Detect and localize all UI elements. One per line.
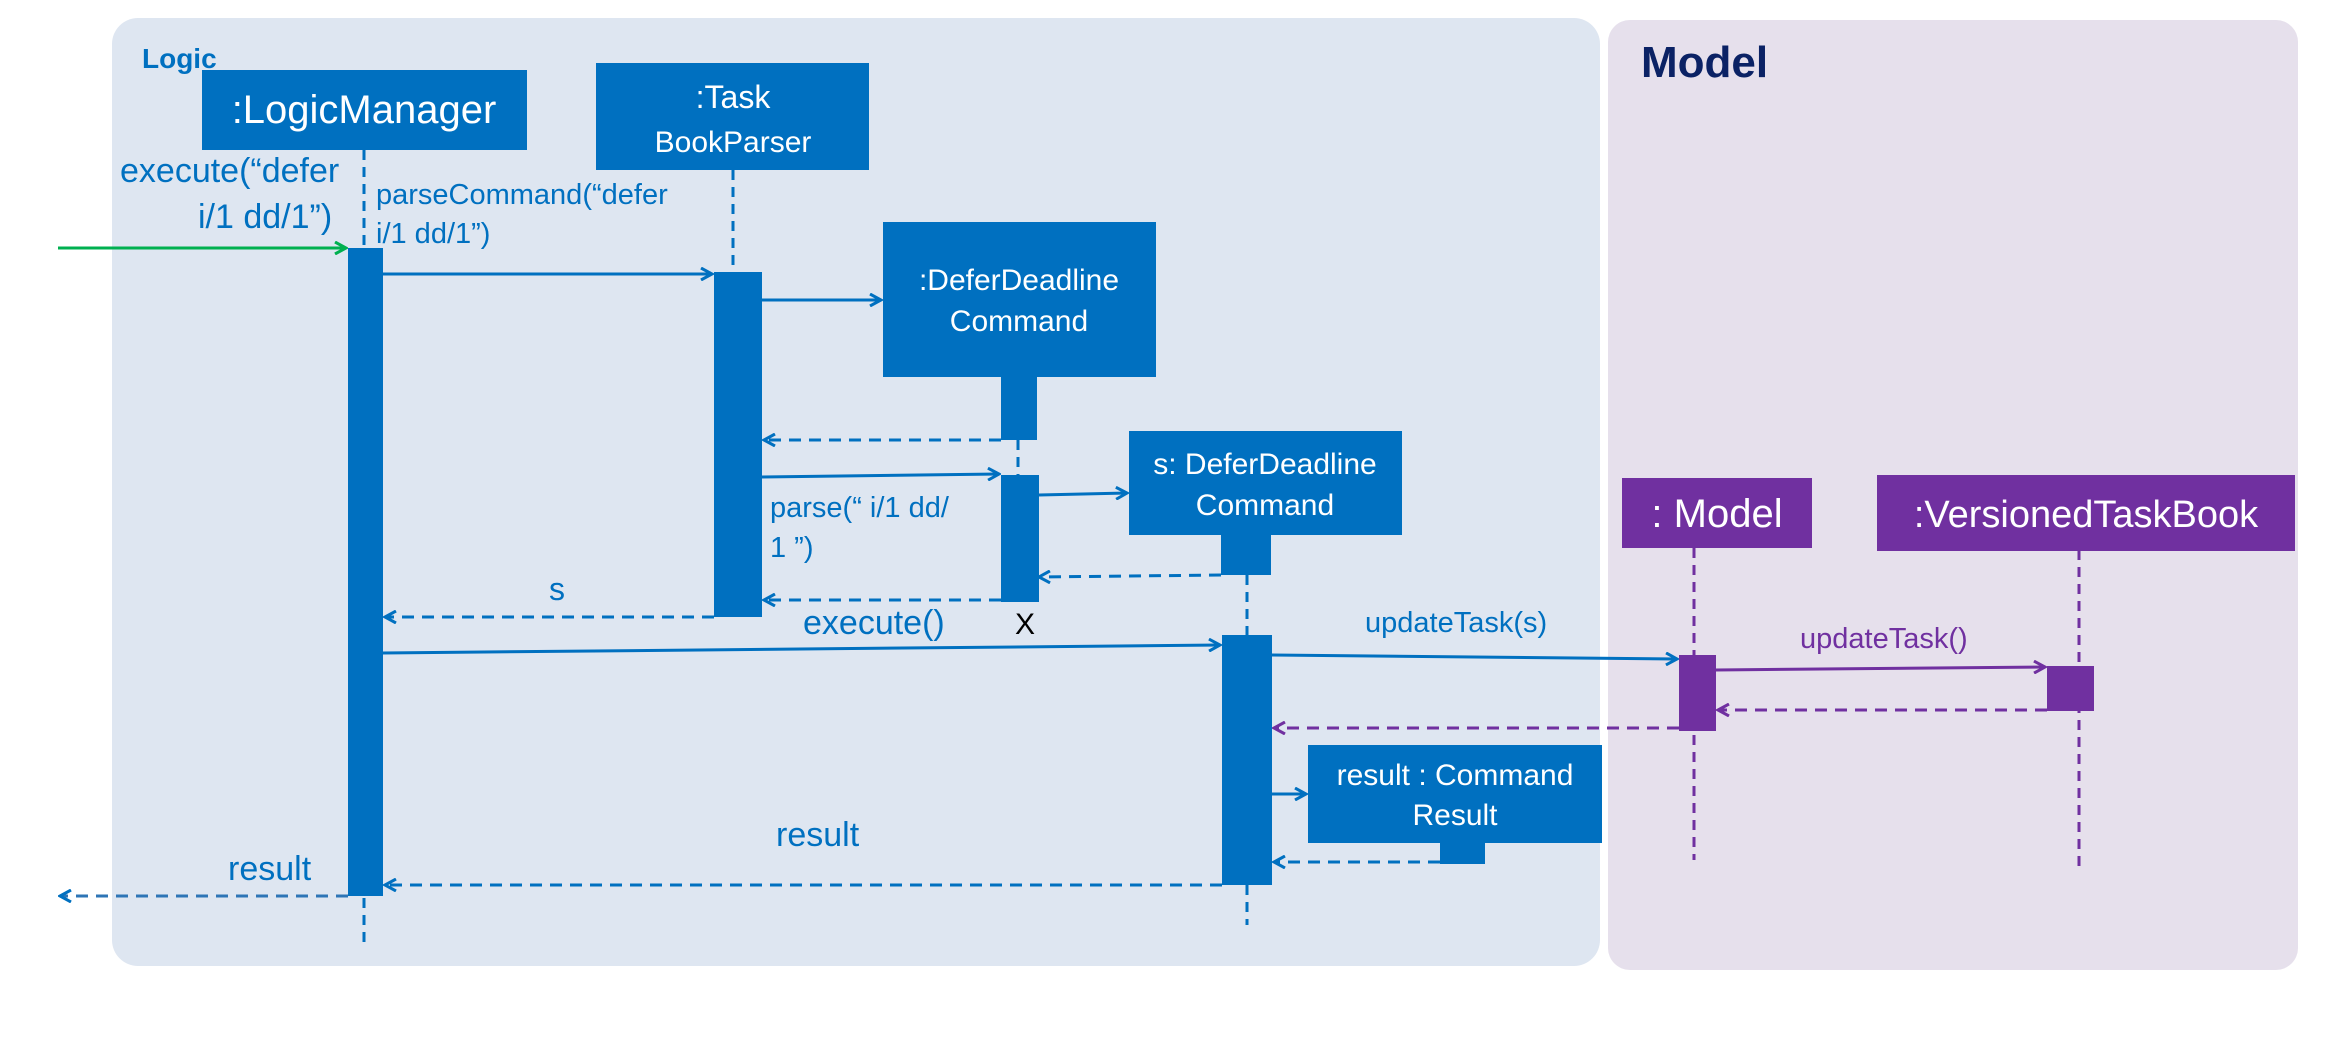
activation-defer-command: [1001, 475, 1039, 602]
return-s-command: [1039, 575, 1222, 577]
command-result-box: [1308, 745, 1602, 843]
versioned-task-book-label: :VersionedTaskBook: [1914, 494, 2259, 536]
logic-frame-title: Logic: [142, 43, 217, 74]
arrow-parse: [761, 474, 999, 477]
arrow-execute-call: [382, 645, 1220, 655]
arrow-update-task-s: [1271, 655, 1677, 659]
s-command-label-1: s: DeferDeadline: [1153, 448, 1376, 481]
execute-call-label: execute(): [803, 604, 945, 642]
model-box: [1622, 478, 1812, 548]
activation-s-command: [1222, 635, 1272, 885]
s-command-label-2: Command: [1196, 489, 1334, 522]
logic-manager-box: [202, 70, 527, 150]
arrow-update-task: [1715, 667, 2045, 670]
parse-command-label-1: parseCommand(“defer: [376, 179, 668, 211]
execute-label-1: execute(“defer: [120, 152, 339, 190]
model-frame-title: Model: [1641, 38, 1768, 87]
command-result-label-2: Result: [1412, 799, 1498, 832]
activation-task-book-parser: [714, 272, 762, 617]
s-command-box: [1129, 431, 1402, 535]
versioned-task-book-box: [1877, 475, 2295, 551]
return-s-label: s: [549, 571, 565, 607]
activation-s-command-tail: [1221, 530, 1271, 575]
update-task-s-label: updateTask(s): [1365, 607, 1547, 639]
command-result-label-1: result : Command: [1337, 759, 1574, 792]
task-book-parser-label-2: BookParser: [655, 126, 812, 159]
arrow-create-s-command: [1038, 493, 1127, 495]
activation-result-tail: [1440, 840, 1485, 864]
task-book-parser-box: [596, 63, 869, 170]
activation-logic-manager: [348, 248, 383, 896]
result-inner-label: result: [776, 816, 860, 854]
execute-label-2: i/1 dd/1”): [198, 198, 332, 236]
result-outer-label: result: [228, 850, 312, 888]
activation-versioned-task-book: [2047, 666, 2094, 711]
activation-model: [1679, 655, 1716, 731]
activation-defer-command-tail: [1001, 375, 1037, 440]
defer-deadline-command-box: [883, 222, 1156, 377]
defer-deadline-command-label-1: :DeferDeadline: [919, 264, 1119, 297]
logic-manager-label: :LogicManager: [232, 88, 497, 132]
task-book-parser-label-1: :Task: [696, 79, 772, 115]
model-label: : Model: [1651, 492, 1782, 536]
defer-deadline-command-label-2: Command: [950, 305, 1088, 338]
parse-label-2: 1 ”): [770, 532, 814, 564]
parse-command-label-2: i/1 dd/1”): [376, 218, 490, 250]
parse-label-1: parse(“ i/1 dd/: [770, 492, 950, 524]
update-task-label: updateTask(): [1800, 623, 1968, 655]
destroy-mark: X: [1015, 608, 1035, 641]
